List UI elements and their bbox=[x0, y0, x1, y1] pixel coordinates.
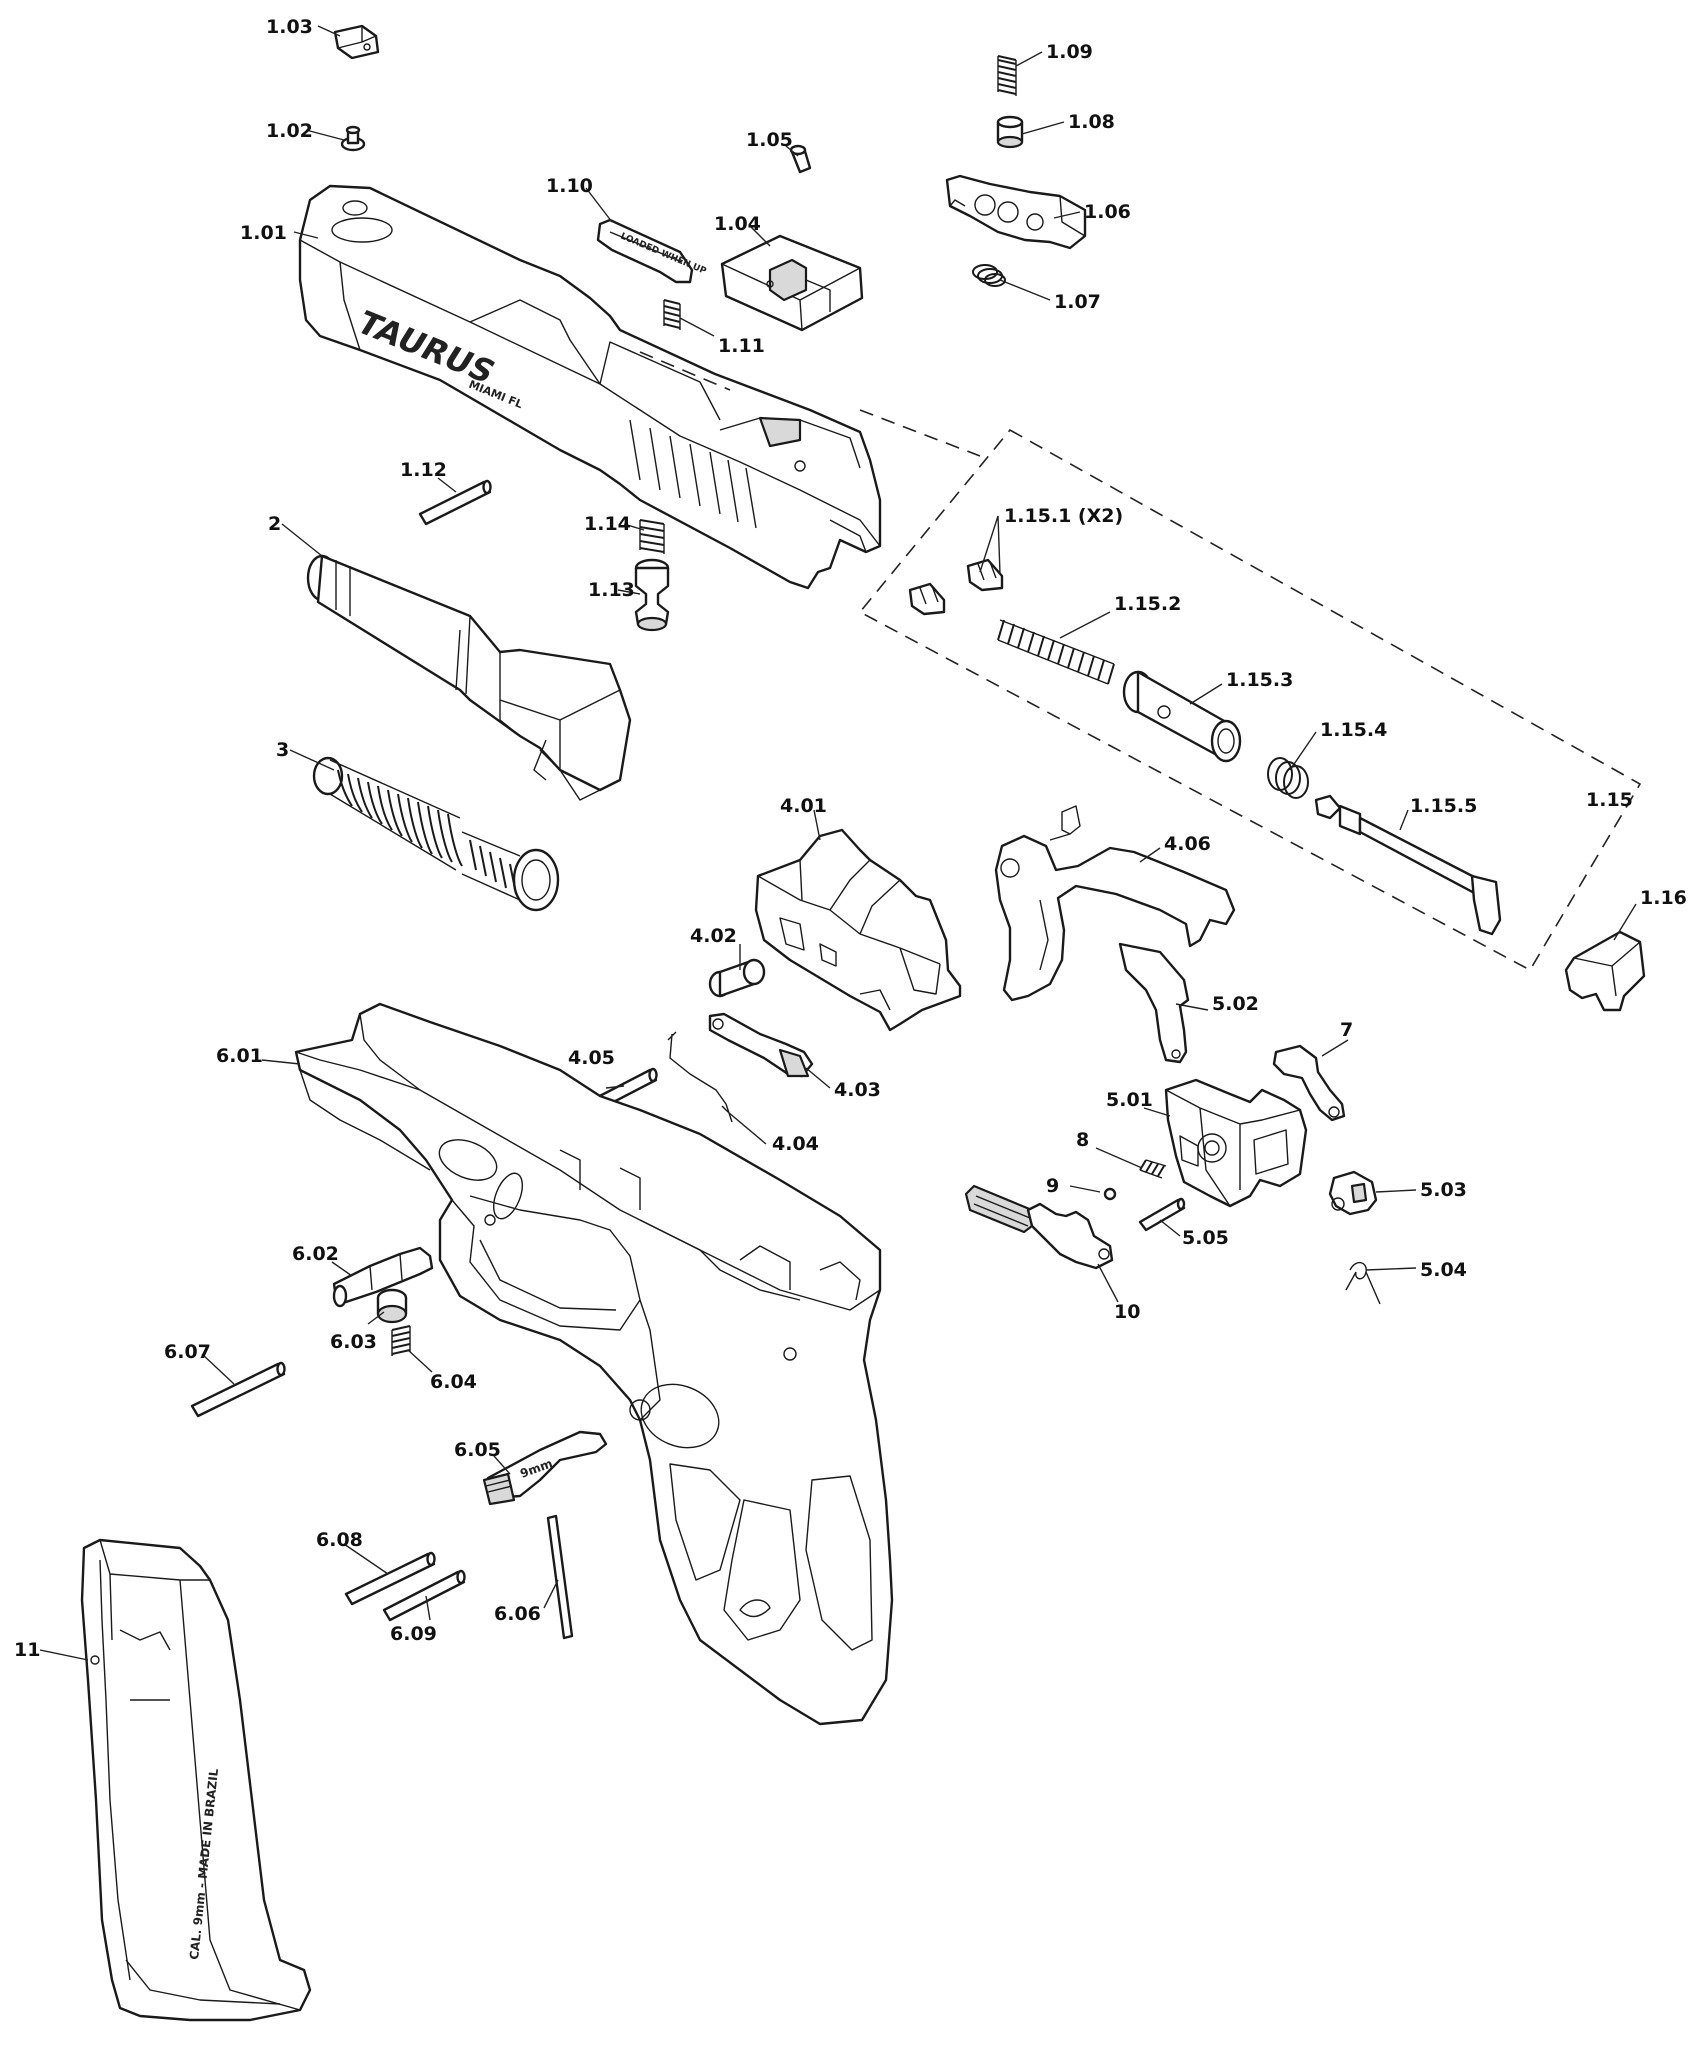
label-1-07: 1.07 bbox=[1054, 291, 1101, 313]
part-1-15-2-spring bbox=[997, 619, 1115, 685]
leader-lines bbox=[39, 25, 1637, 1661]
part-1-13-drawing bbox=[634, 558, 670, 632]
part-6-07-pin bbox=[190, 1361, 286, 1418]
part-4-03-drawing bbox=[708, 1012, 814, 1078]
label-1-04: 1.04 bbox=[714, 213, 761, 235]
label-1-15-4: 1.15.4 bbox=[1320, 719, 1387, 741]
label-4-05: 4.05 bbox=[568, 1047, 615, 1069]
label-1-16: 1.16 bbox=[1640, 887, 1687, 909]
label-6-01: 6.01 bbox=[216, 1045, 263, 1067]
label-6-04: 6.04 bbox=[430, 1371, 477, 1393]
part-4-01-drawing bbox=[754, 828, 962, 1032]
part-4-06-trigger-bar bbox=[994, 805, 1236, 1002]
label-5-05: 5.05 bbox=[1182, 1227, 1229, 1249]
part-1-16-drawing bbox=[1564, 930, 1646, 1012]
label-1-13: 1.13 bbox=[588, 579, 635, 601]
part-1-06-drawing bbox=[945, 174, 1087, 250]
label-5-02: 5.02 bbox=[1212, 993, 1259, 1015]
part-4-02-drawing bbox=[708, 958, 766, 998]
label-5-04: 5.04 bbox=[1420, 1259, 1467, 1281]
part-4-04-spring-wire bbox=[667, 1031, 733, 1123]
label-4-01: 4.01 bbox=[780, 795, 827, 817]
label-11: 11 bbox=[14, 1639, 40, 1661]
label-1-15-3: 1.15.3 bbox=[1226, 669, 1293, 691]
label-5-03: 5.03 bbox=[1420, 1179, 1467, 1201]
label-1-05: 1.05 bbox=[746, 129, 793, 151]
label-6-05: 6.05 bbox=[454, 1439, 501, 1461]
part-2-barrel bbox=[306, 554, 632, 801]
part-1-07-spring bbox=[972, 264, 1006, 287]
label-4-02: 4.02 bbox=[690, 925, 737, 947]
part-5-05-pin bbox=[1138, 1197, 1186, 1232]
part-6-01-frame bbox=[294, 1002, 894, 1726]
part-1-14-spring bbox=[639, 519, 665, 554]
part-5-04-spring bbox=[1345, 1262, 1381, 1305]
part-11-magazine: CAL. 9mm - MADE IN BRAZIL bbox=[80, 1538, 312, 2022]
part-1-15-4-spring bbox=[1267, 757, 1309, 799]
part-3-recoil-spring bbox=[312, 756, 560, 912]
label-1-01: 1.01 bbox=[240, 222, 287, 244]
label-8: 8 bbox=[1076, 1129, 1089, 1151]
part-labels: 1.03 1.02 1.01 1.05 1.09 1.08 1.06 1.07 … bbox=[14, 16, 1687, 1661]
label-1-12: 1.12 bbox=[400, 459, 447, 481]
part-1-05-drawing bbox=[789, 144, 812, 174]
part-5-01-trigger-housing bbox=[1164, 1078, 1308, 1208]
part-6-08-pin bbox=[344, 1551, 436, 1606]
part-6-02-drawing bbox=[332, 1246, 434, 1308]
part-7-drawing bbox=[1272, 1044, 1346, 1122]
part-1-15-3-drawing bbox=[1122, 670, 1242, 763]
part-1-15-1-drawing bbox=[908, 558, 1004, 616]
part-1-11-spring bbox=[663, 299, 681, 330]
guide-line bbox=[639, 351, 731, 391]
label-6-08: 6.08 bbox=[316, 1529, 363, 1551]
label-6-09: 6.09 bbox=[390, 1623, 437, 1645]
part-6-06-pin bbox=[546, 1514, 574, 1640]
label-9: 9 bbox=[1046, 1175, 1059, 1197]
guide-line bbox=[859, 409, 981, 457]
striker-assembly-outline bbox=[858, 428, 1642, 972]
label-4-03: 4.03 bbox=[834, 1079, 881, 1101]
label-6-06: 6.06 bbox=[494, 1603, 541, 1625]
label-1-09: 1.09 bbox=[1046, 41, 1093, 63]
part-1-08-drawing bbox=[996, 115, 1024, 149]
label-6-07: 6.07 bbox=[164, 1341, 211, 1363]
part-1-15-5-striker bbox=[1314, 794, 1502, 936]
label-1-15: 1.15 bbox=[1586, 789, 1633, 811]
part-6-09-pin bbox=[382, 1569, 466, 1622]
label-10: 10 bbox=[1114, 1301, 1140, 1323]
label-4-06: 4.06 bbox=[1164, 833, 1211, 855]
part-8-spring bbox=[1139, 1159, 1167, 1179]
part-9-ball bbox=[1103, 1187, 1117, 1201]
part-1-09-spring bbox=[997, 55, 1017, 96]
label-4-04: 4.04 bbox=[772, 1133, 819, 1155]
part-6-03-drawing bbox=[376, 1288, 408, 1324]
label-6-02: 6.02 bbox=[292, 1243, 339, 1265]
part-6-04-spring bbox=[391, 1325, 411, 1356]
part-5-03-drawing bbox=[1328, 1170, 1378, 1216]
part-10-trigger bbox=[964, 1184, 1114, 1270]
label-1-15-5: 1.15.5 bbox=[1410, 795, 1477, 817]
label-1-03: 1.03 bbox=[266, 16, 313, 38]
label-1-11: 1.11 bbox=[718, 335, 765, 357]
label-1-10: 1.10 bbox=[546, 175, 593, 197]
label-1-15-1: 1.15.1 (X2) bbox=[1004, 505, 1123, 527]
part-1-12-pin bbox=[418, 479, 492, 526]
label-1-02: 1.02 bbox=[266, 120, 313, 142]
label-1-14: 1.14 bbox=[584, 513, 631, 535]
label-1-15-2: 1.15.2 bbox=[1114, 593, 1181, 615]
part-1-04-drawing bbox=[720, 234, 864, 332]
label-5-01: 5.01 bbox=[1106, 1089, 1153, 1111]
label-1-08: 1.08 bbox=[1068, 111, 1115, 133]
label-7: 7 bbox=[1340, 1019, 1353, 1041]
part-1-03-drawing bbox=[333, 24, 380, 60]
part-1-02-drawing bbox=[340, 125, 366, 152]
label-2: 2 bbox=[268, 513, 281, 535]
part-1-10-drawing: LOADED WHEN UP bbox=[596, 218, 708, 284]
part-5-02-drawing bbox=[1118, 942, 1190, 1064]
label-1-06: 1.06 bbox=[1084, 201, 1131, 223]
label-3: 3 bbox=[276, 739, 289, 761]
label-6-03: 6.03 bbox=[330, 1331, 377, 1353]
part-6-05-mag-release: 9mm bbox=[482, 1430, 608, 1506]
